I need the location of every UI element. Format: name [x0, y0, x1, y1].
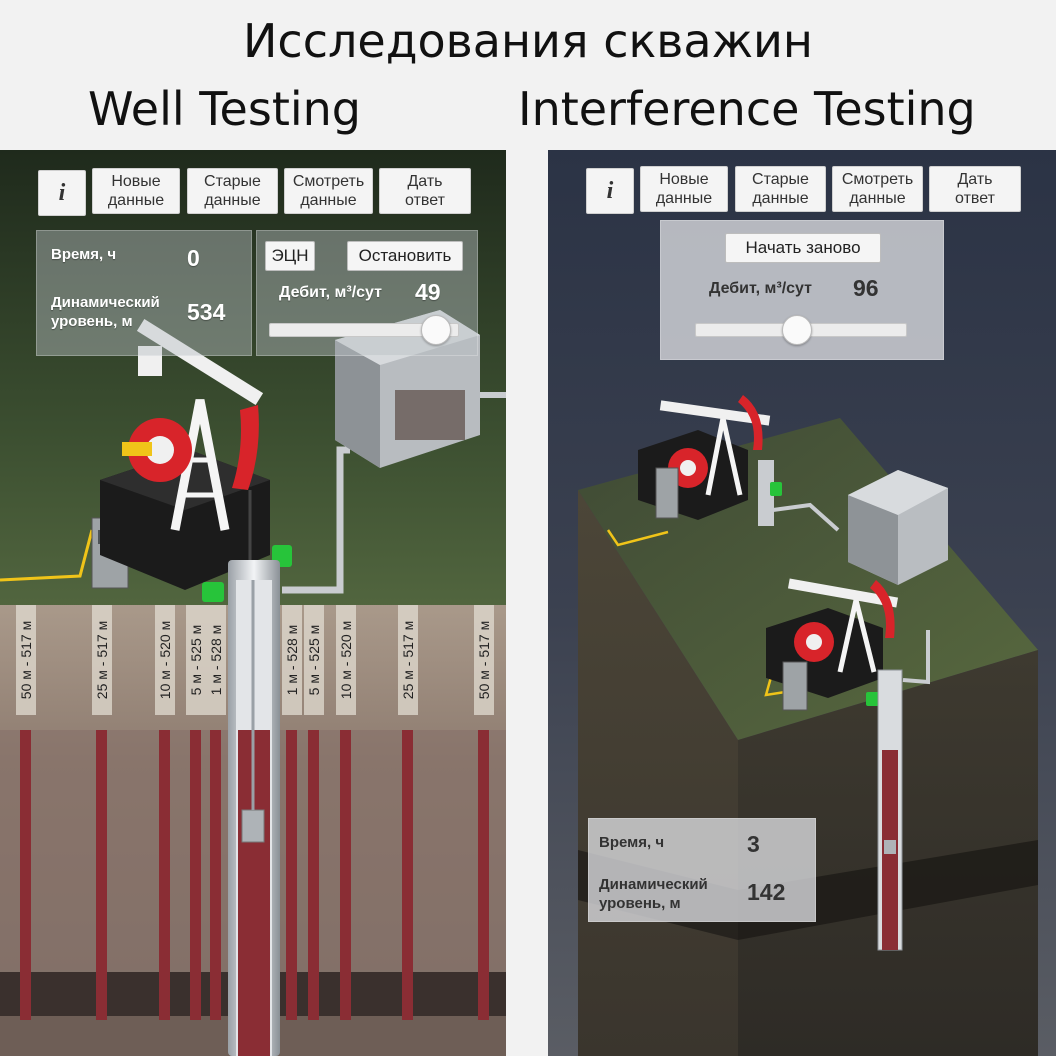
- well-testing-title: Well Testing: [88, 82, 361, 136]
- esp-pump-button[interactable]: ЭЦН: [265, 241, 315, 271]
- rate-slider-track[interactable]: [269, 323, 459, 337]
- radius-label: 1 м - 528 м: [206, 605, 226, 715]
- time-value: 0: [187, 245, 200, 271]
- info-icon: i: [58, 179, 66, 206]
- observation-well: [478, 730, 489, 1020]
- radius-label: 25 м - 517 м: [92, 605, 112, 715]
- time-label-right: Время, ч: [599, 834, 665, 851]
- observation-well: [340, 730, 351, 1020]
- page-title: Исследования скважин: [243, 14, 813, 68]
- radius-label: 1 м - 528 м: [282, 605, 302, 715]
- info-button[interactable]: i: [38, 170, 86, 216]
- observation-well: [210, 730, 221, 1020]
- interference-testing-title: Interference Testing: [518, 82, 976, 136]
- info-icon: i: [606, 177, 614, 204]
- well-testing-scene: [0, 150, 506, 1056]
- radius-label: 5 м - 525 м: [186, 605, 206, 715]
- radius-label: 50 м - 517 м: [16, 605, 36, 715]
- observation-well: [96, 730, 107, 1020]
- rate-label-right: Дебит, м³/сут: [709, 280, 812, 297]
- restart-button[interactable]: Начать заново: [725, 233, 881, 263]
- stop-button[interactable]: Остановить: [347, 241, 463, 271]
- radius-label: 25 м - 517 м: [398, 605, 418, 715]
- observation-well: [20, 730, 31, 1020]
- observation-well: [190, 730, 201, 1020]
- observation-well: [286, 730, 297, 1020]
- time-label: Время, ч: [51, 246, 117, 263]
- rate-slider-handle-right[interactable]: [782, 315, 813, 345]
- observation-well: [159, 730, 170, 1020]
- observation-well: [308, 730, 319, 1020]
- pump-control-panel: ЭЦН Остановить Дебит, м³/сут 49: [256, 230, 478, 356]
- level-value: 534: [187, 299, 226, 325]
- rate-label: Дебит, м³/сут: [279, 284, 382, 301]
- rate-slider-handle[interactable]: [421, 315, 451, 345]
- radius-label: 5 м - 525 м: [304, 605, 324, 715]
- radius-label: 50 м - 517 м: [474, 605, 494, 715]
- level-value-right: 142: [747, 879, 786, 905]
- measurement-wells: [20, 730, 489, 1020]
- observation-well: [402, 730, 413, 1020]
- radius-label: 10 м - 520 м: [155, 605, 175, 715]
- rate-value: 49: [415, 279, 441, 305]
- rate-control-panel: Начать заново Дебит, м³/сут 96: [660, 220, 944, 360]
- info-button-right[interactable]: i: [586, 168, 634, 214]
- radius-label: 10 м - 520 м: [336, 605, 356, 715]
- time-value-right: 3: [747, 831, 760, 857]
- rate-value-right: 96: [853, 275, 879, 301]
